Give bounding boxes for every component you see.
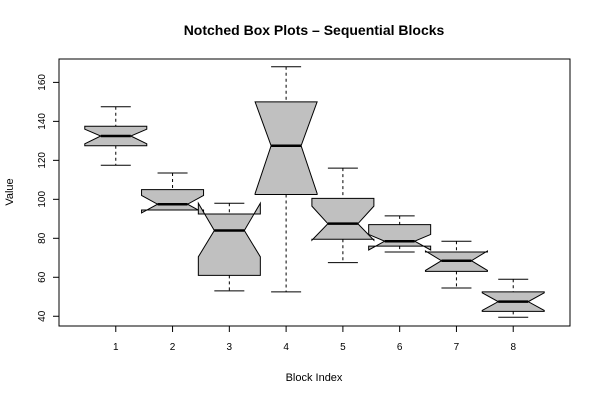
box-body xyxy=(141,189,205,214)
box-body xyxy=(197,201,261,276)
y-tick-label: 160 xyxy=(37,74,48,91)
y-tick-label: 80 xyxy=(37,232,48,244)
box-5 xyxy=(311,167,375,264)
box-7 xyxy=(424,240,488,289)
y-tick-label: 120 xyxy=(37,152,48,169)
x-tick-label: 8 xyxy=(510,342,516,353)
x-tick-label: 4 xyxy=(283,342,289,353)
x-tick-label: 3 xyxy=(227,342,233,353)
y-tick-label: 40 xyxy=(37,310,48,322)
box-body xyxy=(254,101,318,195)
y-tick-label: 60 xyxy=(37,271,48,283)
chart-title: Notched Box Plots – Sequential Blocks xyxy=(184,22,445,38)
x-axis: 1 2 3 4 5 6 7 8 xyxy=(113,326,516,353)
plot-frame xyxy=(58,58,571,327)
box-body xyxy=(368,224,432,251)
box-6 xyxy=(368,215,432,253)
box-1 xyxy=(84,106,148,166)
box-3 xyxy=(197,201,261,292)
y-tick-label: 100 xyxy=(37,191,48,208)
x-tick-label: 7 xyxy=(454,342,460,353)
y-axis: 40 60 80 100 120 140 160 xyxy=(37,74,59,322)
box-series xyxy=(84,66,545,318)
x-tick-label: 6 xyxy=(397,342,403,353)
box-body xyxy=(311,197,375,242)
x-tick-label: 2 xyxy=(170,342,176,353)
x-tick-label: 1 xyxy=(113,342,119,353)
box-2 xyxy=(141,172,205,214)
x-axis-label: Block Index xyxy=(286,372,343,384)
y-tick-label: 140 xyxy=(37,113,48,130)
y-axis-label: Value xyxy=(4,178,16,205)
x-tick-label: 5 xyxy=(340,342,346,353)
box-8 xyxy=(481,278,545,318)
box-4 xyxy=(254,66,318,293)
